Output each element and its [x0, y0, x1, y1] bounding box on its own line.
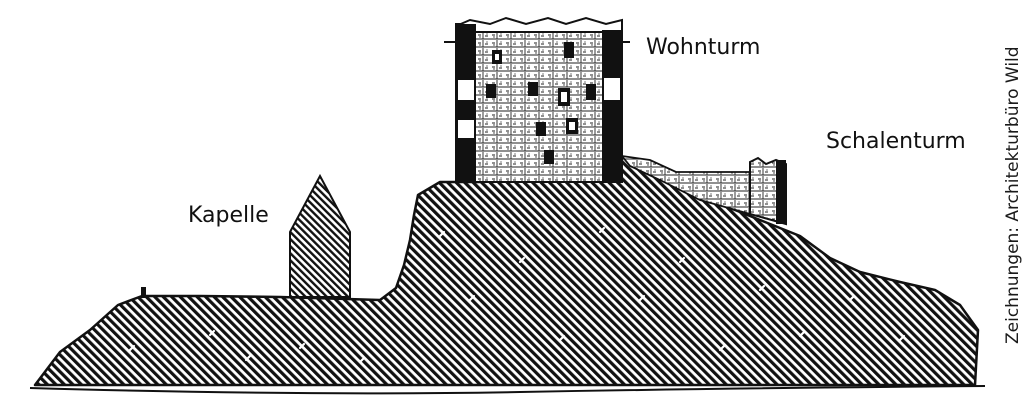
chapel — [289, 173, 351, 298]
ground-line — [29, 385, 986, 395]
small-post — [141, 287, 146, 298]
rock-hill — [33, 156, 980, 387]
shell-tower — [749, 156, 787, 226]
residential-tower — [444, 16, 630, 183]
drawing-credit: Zeichnungen: Architekturbüro Wild — [1003, 46, 1023, 344]
rock-specks — [128, 226, 906, 364]
label-wohnturm: Wohnturm — [646, 35, 761, 60]
label-kapelle: Kapelle — [188, 203, 269, 228]
label-schalenturm: Schalenturm — [826, 129, 966, 154]
